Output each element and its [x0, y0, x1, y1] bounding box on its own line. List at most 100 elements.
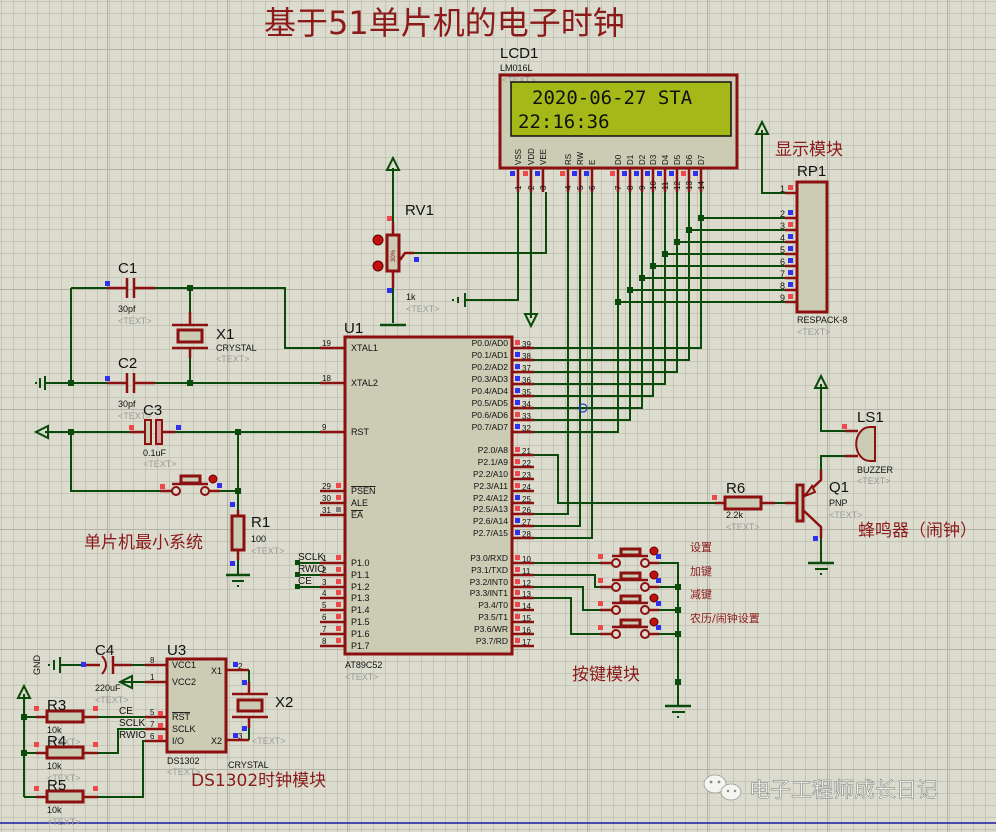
c3-capacitor[interactable]: C3 0.1uF <TEXT>: [129, 402, 181, 469]
lcd1[interactable]: LCD1 LM016L <TEXT> 2020-06-27 STA 22:16:…: [498, 45, 739, 192]
clock-circuit-wires: [33, 285, 320, 587]
display-module-label: 显示模块: [775, 140, 843, 160]
u1-pin-name: P1.3: [351, 593, 370, 603]
pin-state-indicator: [515, 579, 520, 584]
u3-pin-name: I/O: [172, 736, 184, 746]
pin-state-indicator: [515, 530, 520, 535]
u3-pin-name: X2: [211, 736, 222, 746]
pin-state-indicator: [515, 590, 520, 595]
u1-pin-name: P0.4/AD4: [472, 386, 509, 396]
rv1-increase-button[interactable]: [372, 234, 384, 246]
lcd-pin-number: 12: [673, 181, 682, 190]
u1-pin-name: P1.4: [351, 605, 370, 615]
u3-pin-number: 3: [238, 732, 243, 741]
lcd-pin-number: 4: [564, 185, 573, 190]
lcd-pin-name: D5: [673, 154, 682, 165]
u1-pin-number: 32: [522, 424, 531, 433]
lcd-pin-number: 6: [588, 185, 597, 190]
watermark: 电子工程师成长日记: [703, 774, 938, 802]
u1-pin-number: 4: [322, 589, 327, 598]
u1-pin-number: 10: [522, 555, 531, 564]
u3-ref: U3: [167, 642, 186, 659]
c4-ref: C4: [95, 642, 114, 659]
rp1-pin-number: 2: [780, 209, 785, 219]
ls1-ref: LS1: [857, 409, 884, 426]
rv1-decrease-button[interactable]: [372, 260, 384, 272]
svg-text:<TEXT>: <TEXT>: [118, 316, 152, 326]
u3-net-rwio: RWIO: [119, 730, 146, 741]
pin-state-indicator: [336, 555, 341, 560]
ls1-buzzer[interactable]: LS1 BUZZER <TEXT>: [813, 373, 894, 486]
lcd-pin-number: 11: [661, 181, 670, 190]
r1-resistor[interactable]: R1 100 <TEXT>: [230, 502, 285, 566]
rp1-text-placeholder: <TEXT>: [797, 327, 831, 337]
lcd1-line2: 22:16:36: [518, 111, 610, 133]
lcd-pin-number: 2: [527, 185, 536, 190]
pin-state-indicator: [510, 171, 515, 176]
p2-0-to-r6-wire: [534, 454, 715, 504]
q1-transistor[interactable]: Q1 PNP <TEXT>: [785, 470, 863, 575]
pin-state-indicator: [158, 735, 163, 740]
c4-value: 220uF: [95, 683, 121, 693]
x2-crystal[interactable]: X2 CRYSTAL <TEXT>: [226, 662, 293, 770]
u1-pin-name: P2.2/A10: [473, 469, 508, 479]
lcd-wires: [405, 119, 785, 539]
u1-pin-name: P2.5/A13: [473, 504, 508, 514]
pin-state-indicator: [515, 506, 520, 511]
reset-button[interactable]: [160, 474, 222, 496]
u1-pin-number: 11: [522, 567, 531, 576]
pin-state-indicator: [515, 364, 520, 369]
pin-state-indicator: [515, 614, 520, 619]
u1-pin-number: 33: [522, 412, 531, 421]
svg-text:<TEXT>: <TEXT>: [406, 304, 440, 314]
pin-state-indicator: [336, 483, 341, 488]
pin-state-indicator: [515, 555, 520, 560]
u1-pin-number: 22: [522, 459, 531, 468]
key-button-3[interactable]: 减键: [598, 587, 712, 615]
x2-part: CRYSTAL: [228, 760, 269, 770]
u3-pin-name: RST: [172, 712, 191, 722]
u1-pin-number: 24: [522, 483, 531, 492]
c1-capacitor[interactable]: C1 30pf <TEXT>: [105, 260, 155, 326]
key-button-2[interactable]: 加键: [598, 564, 712, 592]
lcd-pin-name: VDD: [527, 148, 536, 165]
pin-state-indicator: [610, 171, 615, 176]
pin-state-indicator: [336, 495, 341, 500]
q1-ref: Q1: [829, 479, 849, 496]
pin-state-indicator: [158, 723, 163, 728]
u1-pin-number: 30: [322, 494, 331, 503]
pin-state-indicator: [788, 258, 793, 263]
svg-text:<TEXT>: <TEXT>: [345, 672, 379, 682]
r3-ref: R3: [47, 697, 66, 714]
r6-resistor[interactable]: R6 2.2k <TEXT>: [712, 480, 785, 532]
rtc-module-label: DS1302时钟模块: [191, 771, 326, 791]
svg-text:<TEXT>: <TEXT>: [216, 354, 250, 364]
u1-pin-name: P0.6/AD6: [472, 410, 509, 420]
key-label: 加键: [690, 564, 712, 578]
lcd-pin-name: D4: [661, 154, 670, 165]
c4-capacitor[interactable]: C4 GND 220uF <TEXT>: [32, 642, 145, 705]
c2-capacitor[interactable]: C2 30pf <TEXT>: [105, 355, 155, 421]
wechat-icon: [703, 774, 742, 801]
rv1-value: 1k: [406, 292, 416, 302]
x1-crystal[interactable]: X1 CRYSTAL <TEXT>: [172, 312, 257, 364]
rv1-potentiometer[interactable]: RV1 30% 1k <TEXT>: [372, 155, 440, 327]
pin-state-indicator: [515, 424, 520, 429]
rv1-ref: RV1: [405, 202, 434, 219]
key-button-4[interactable]: 农历/闹钟设置: [598, 611, 760, 639]
u1-pin-name: PSEN: [351, 486, 376, 496]
u1-pin-name: P2.6/A14: [473, 516, 508, 526]
lcd-pin-number: 10: [649, 181, 658, 190]
key-button-1[interactable]: 设置: [598, 541, 712, 568]
u3-rtc-wires: [16, 674, 145, 798]
lcd-pin-number: 3: [539, 185, 548, 190]
pin-state-indicator: [584, 171, 589, 176]
rp1-body: [795, 180, 829, 314]
